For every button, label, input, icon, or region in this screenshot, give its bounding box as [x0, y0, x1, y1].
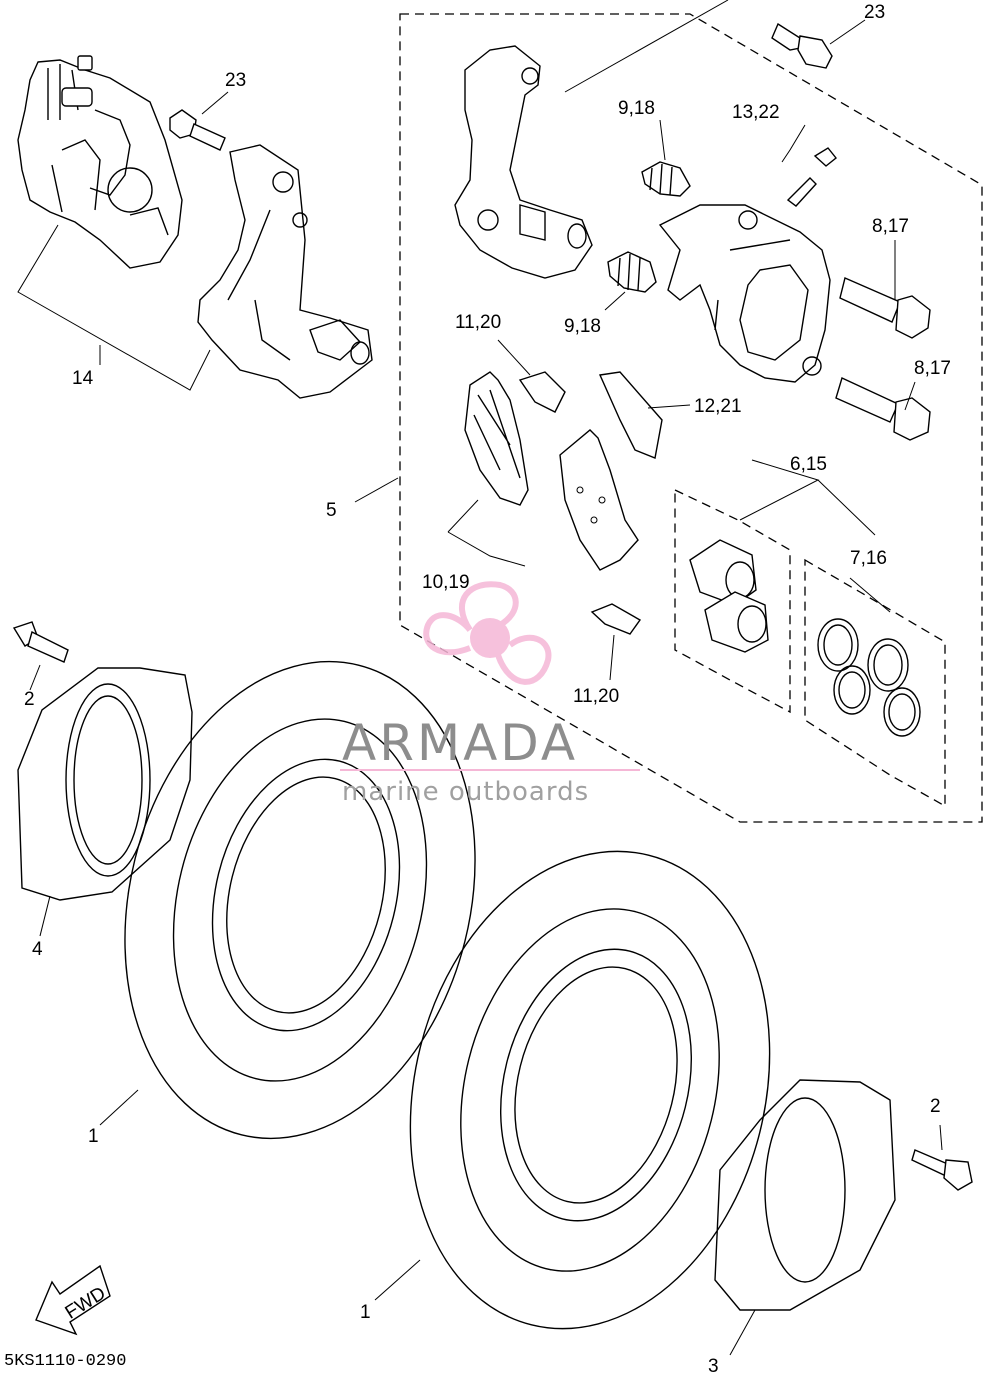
bracket-right: [454, 45, 593, 279]
callout-9-18-lower: 9,18: [564, 316, 601, 337]
seal-group-7-16: [817, 618, 921, 737]
pad-a-10-19: [464, 371, 529, 506]
leader-lines: [17, 0, 943, 1356]
callout-3: 3: [708, 1356, 719, 1373]
callout-7-16: 7,16: [850, 548, 887, 569]
callout-2-left: 2: [24, 689, 35, 710]
callout-8-17-lower: 8,17: [914, 358, 951, 379]
boot-lower-9-18: [607, 251, 657, 293]
pin-upper-8-17: [839, 277, 931, 339]
callout-4: 4: [32, 939, 43, 960]
callout-2-right: 2: [930, 1096, 941, 1117]
pin-lower-8-17: [835, 377, 931, 441]
callout-11-20-lower: 11,20: [573, 686, 619, 707]
spring-12-21: [598, 371, 663, 459]
pad-b-10-19: [559, 429, 639, 571]
callout-13-22: 13,22: [732, 102, 780, 123]
callout-1-upper: 1: [88, 1126, 99, 1147]
svg-text:marine outboards: marine outboards: [342, 777, 589, 807]
bolt-2-left: [12, 621, 69, 663]
bolt-2-right: [911, 1149, 973, 1191]
diagram-code: 5KS1110-0290: [4, 1352, 126, 1371]
clip-lower-11-20: [590, 603, 642, 635]
boot-upper-9-18: [641, 161, 691, 197]
brake-disc-lower: [409, 850, 771, 1330]
callout-labels: 23 23 9,18 13,22 8,17 8,17 9,18 11,20 12…: [24, 2, 951, 1373]
callout-11-20-upper: 11,20: [455, 312, 501, 333]
hub-plate-4: [17, 667, 193, 901]
caliper-left: [17, 55, 183, 269]
caliper-assembly-boundary: [399, 13, 983, 823]
callout-8-17-upper: 8,17: [872, 216, 909, 237]
fwd-arrow-icon: FWD: [35, 1264, 111, 1336]
bolt-right-23: [771, 22, 833, 69]
bracket-left: [197, 144, 373, 399]
callout-23-right: 23: [864, 2, 885, 23]
callout-10-19: 10,19: [422, 572, 470, 593]
clip-upper-11-20: [518, 371, 566, 413]
callout-12-21: 12,21: [694, 396, 742, 417]
hub-plate-3: [714, 1079, 896, 1311]
sleeve-lower-6-15: [704, 591, 769, 653]
callout-14: 14: [72, 368, 94, 389]
brake-disc-upper: [124, 660, 476, 1140]
sleeve-upper-6-15: [689, 539, 757, 606]
callout-23-left: 23: [225, 70, 246, 91]
armada-wordmark: ARMADA marine outboards: [340, 714, 640, 807]
callout-9-18-upper: 9,18: [618, 98, 655, 119]
callout-1-lower: 1: [360, 1302, 371, 1323]
seal-group-box: [804, 558, 946, 808]
bleed-screw-13-22: [786, 147, 837, 207]
callout-5: 5: [326, 500, 337, 521]
sleeve-group-box: [674, 488, 791, 714]
armada-logo: [423, 581, 552, 685]
svg-text:ARMADA: ARMADA: [342, 714, 578, 772]
caliper-body-right: [658, 204, 831, 383]
callout-6-15: 6,15: [790, 454, 827, 475]
bolt-left-23: [169, 109, 226, 151]
